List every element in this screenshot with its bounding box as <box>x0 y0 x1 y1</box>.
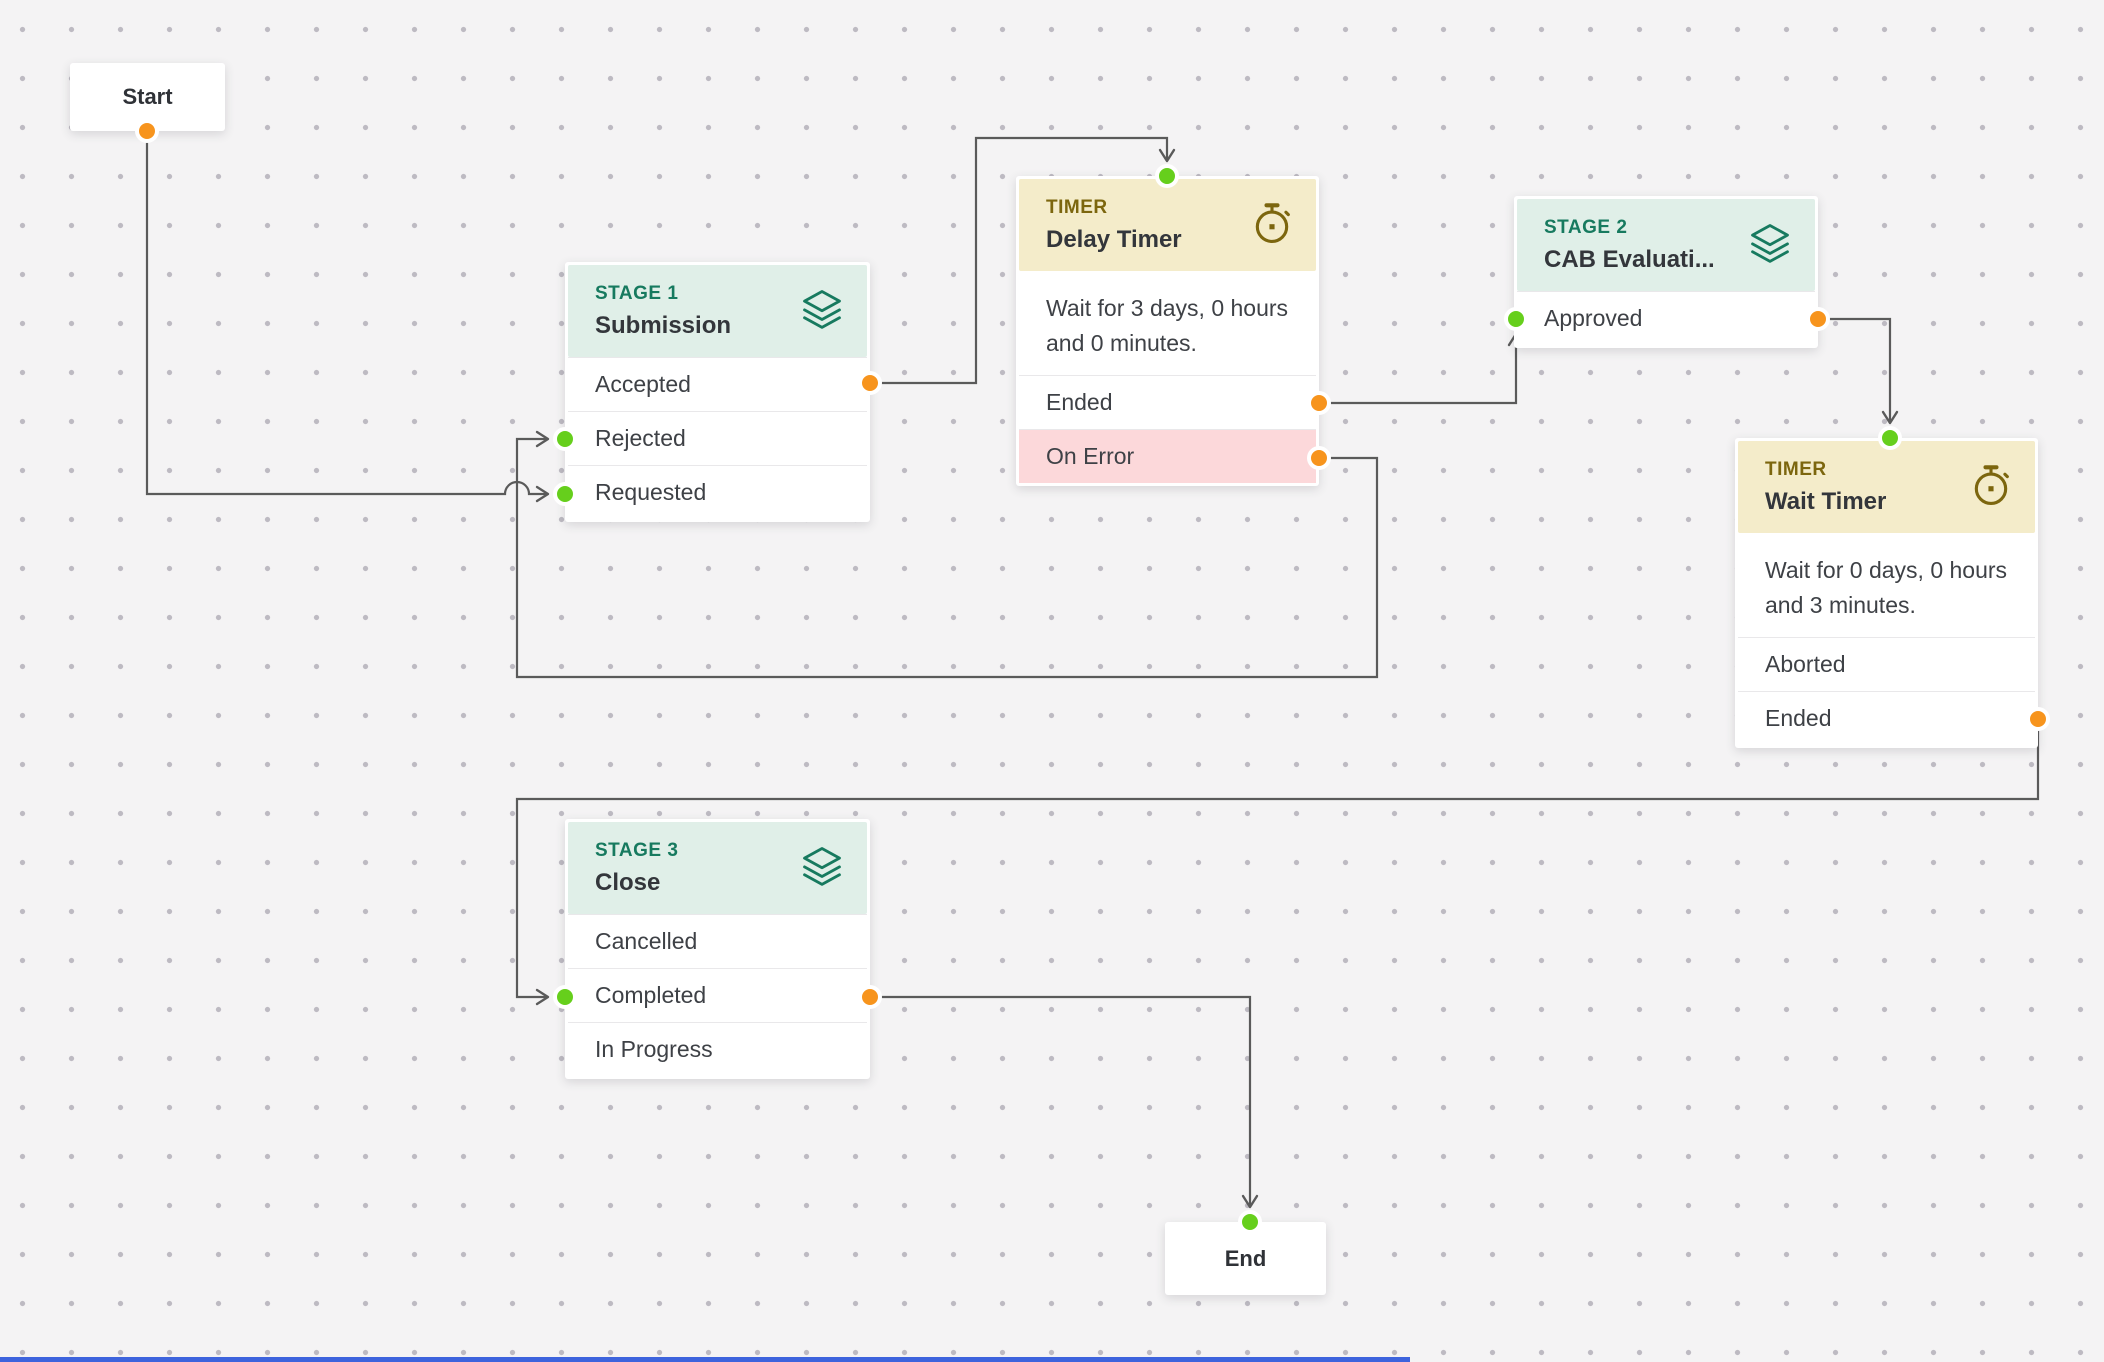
outcome-row-aborted: Aborted <box>1738 637 2035 691</box>
timer-kind-label: TIMER <box>1046 197 1108 218</box>
outcome-row-completed: Completed <box>568 968 867 1022</box>
port-approved-input[interactable] <box>1504 307 1528 331</box>
stage-title: Submission <box>595 312 732 339</box>
outcome-label: On Error <box>1046 443 1135 469</box>
stage-node-submission[interactable]: STAGE 1 Submission Accepted Rejected Req… <box>565 262 870 522</box>
outcome-row-cancelled: Cancelled <box>568 914 867 968</box>
outcome-label: In Progress <box>595 1036 713 1062</box>
layers-icon <box>799 288 845 335</box>
port-end-input[interactable] <box>1238 1210 1262 1234</box>
outcome-row-requested: Requested <box>568 465 867 519</box>
timer-header-text: TIMER Delay Timer <box>1046 198 1182 255</box>
stage-node-header: STAGE 2 CAB Evaluati... <box>1517 199 1815 291</box>
edge-start-to-requested <box>145 131 550 503</box>
timer-header-text: TIMER Wait Timer <box>1765 460 1886 517</box>
edge-completed-to-end <box>870 995 1259 1209</box>
port-completed-output[interactable] <box>858 985 882 1009</box>
stage-title: CAB Evaluati... <box>1544 246 1715 273</box>
outcome-label: Approved <box>1544 305 1643 331</box>
stage-header-text: STAGE 3 Close <box>595 841 678 898</box>
outcome-label: Completed <box>595 982 707 1008</box>
outcome-label: Aborted <box>1765 651 1846 677</box>
outcome-label: Rejected <box>595 425 686 451</box>
outcome-label: Ended <box>1765 705 1832 731</box>
end-node[interactable]: End <box>1165 1222 1326 1295</box>
outcome-row-approved: Approved <box>1517 291 1815 345</box>
stage-header-text: STAGE 2 CAB Evaluati... <box>1544 218 1715 275</box>
outcome-label: Cancelled <box>595 928 698 954</box>
port-accepted-output[interactable] <box>858 371 882 395</box>
outcome-row-ended: Ended <box>1738 691 2035 745</box>
stage-node-cab-evaluation[interactable]: STAGE 2 CAB Evaluati... Approved <box>1514 196 1818 348</box>
port-delay-timer-input[interactable] <box>1155 164 1179 188</box>
outcome-row-ended: Ended <box>1019 375 1316 429</box>
outcome-row-in-progress: In Progress <box>568 1022 867 1076</box>
stage-kind-label: STAGE 1 <box>595 283 679 304</box>
timer-node-header: TIMER Wait Timer <box>1738 441 2035 533</box>
stage-node-header: STAGE 3 Close <box>568 822 867 914</box>
stage-node-header: STAGE 1 Submission <box>568 265 867 357</box>
port-completed-input[interactable] <box>553 985 577 1009</box>
outcome-label: Accepted <box>595 371 691 397</box>
outcome-row-on-error: On Error <box>1019 429 1316 483</box>
outcome-row-rejected: Rejected <box>568 411 867 465</box>
outcome-label: Ended <box>1046 389 1113 415</box>
stage-node-close[interactable]: STAGE 3 Close Cancelled Completed In Pro… <box>565 819 870 1079</box>
port-requested-input[interactable] <box>553 482 577 506</box>
port-approved-output[interactable] <box>1806 307 1830 331</box>
start-node-label: Start <box>122 84 173 109</box>
outcome-row-accepted: Accepted <box>568 357 867 411</box>
port-on-error-output[interactable] <box>1307 446 1331 470</box>
port-start-output[interactable] <box>135 119 159 143</box>
timer-title: Delay Timer <box>1046 226 1182 253</box>
stage-title: Close <box>595 869 661 896</box>
stage-kind-label: STAGE 2 <box>1544 217 1628 238</box>
outcome-label: Requested <box>595 479 707 505</box>
timer-node-header: TIMER Delay Timer <box>1019 179 1316 271</box>
edge-approved-to-wait-timer <box>1818 317 1899 425</box>
port-delay-ended-output[interactable] <box>1307 391 1331 415</box>
timer-title: Wait Timer <box>1765 488 1887 515</box>
stage-header-text: STAGE 1 Submission <box>595 284 731 341</box>
edge-ended-to-approved <box>1319 332 1525 405</box>
port-rejected-input[interactable] <box>553 427 577 451</box>
timer-node-wait-timer[interactable]: TIMER Wait Timer Wait for 0 days, 0 hour… <box>1735 438 2038 748</box>
layers-icon <box>799 845 845 892</box>
stopwatch-icon <box>1969 464 2013 513</box>
timer-description: Wait for 3 days, 0 hours and 0 minutes. <box>1046 295 1289 356</box>
timer-description: Wait for 0 days, 0 hours and 3 minutes. <box>1765 557 2008 618</box>
end-node-label: End <box>1224 1245 1267 1271</box>
stopwatch-icon <box>1250 202 1294 251</box>
layers-icon <box>1747 222 1793 269</box>
timer-kind-label: TIMER <box>1765 459 1827 480</box>
timer-node-delay-timer[interactable]: TIMER Delay Timer Wait for 3 days, 0 hou… <box>1016 176 1319 486</box>
horizontal-scrollbar[interactable] <box>0 1357 1410 1362</box>
stage-kind-label: STAGE 3 <box>595 840 679 861</box>
port-wait-ended-output[interactable] <box>2026 707 2050 731</box>
port-wait-timer-input[interactable] <box>1878 426 1902 450</box>
